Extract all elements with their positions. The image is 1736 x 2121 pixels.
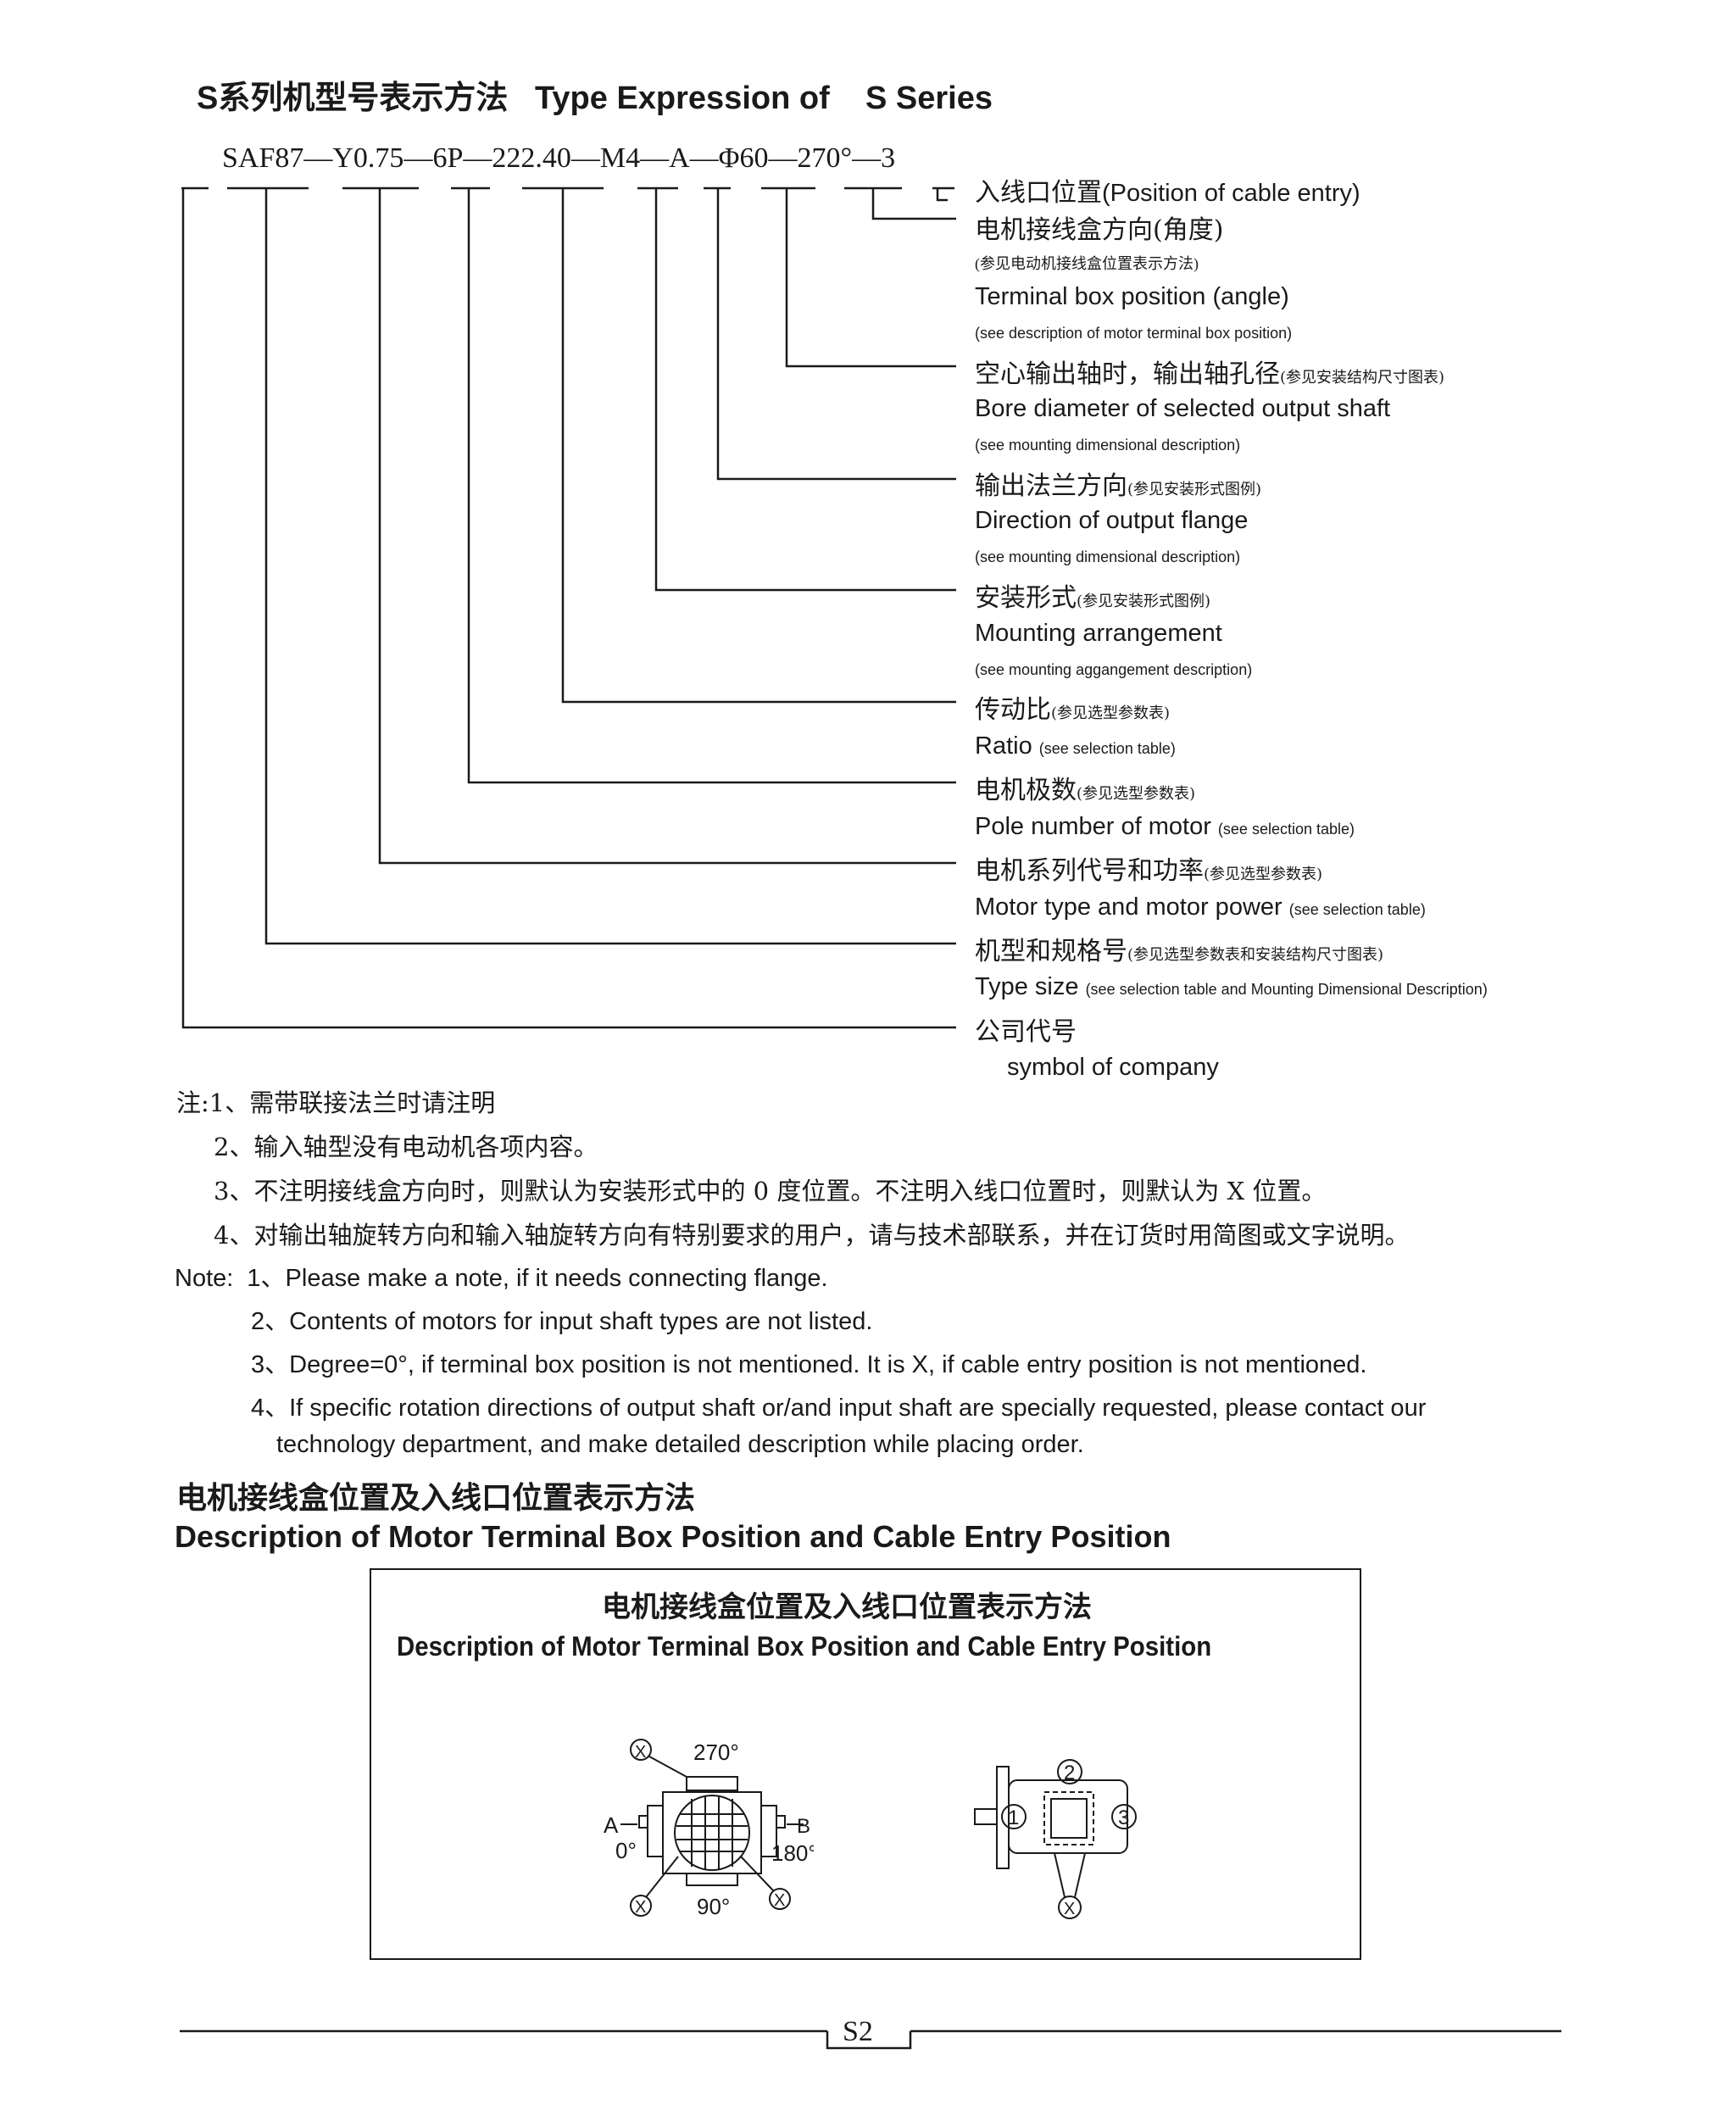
legend-zh: 机型和规格号	[975, 937, 1127, 966]
legend-zh: 输出法兰方向	[975, 471, 1127, 501]
legend-bore-ref: (see mounting dimensional description)	[975, 437, 1241, 454]
code-sep: —	[768, 142, 798, 174]
legend-terminal-box-zh-ref: (参见电动机接线盒位置表示方法)	[975, 255, 1199, 272]
code-sep: —	[852, 142, 882, 174]
legend-en: Type size	[975, 973, 1079, 1000]
legend-zh: 入线口位置	[975, 178, 1102, 208]
legend-en: Ratio	[975, 732, 1032, 760]
legend-mounting-en: Mounting arrangement	[975, 620, 1222, 647]
legend-terminal-box-zh: 电机接线盒方向(角度)	[975, 215, 1224, 245]
legend-flange-en: Direction of output flange	[975, 507, 1249, 534]
figure-box	[370, 1568, 1361, 1960]
legend-cable-entry: 入线口位置(Position of cable entry)	[975, 171, 1360, 209]
code-flange: A	[669, 142, 690, 174]
code-motor: Y0.75	[332, 142, 404, 174]
legend-mounting-ref: (see mounting aggangement description)	[975, 661, 1253, 678]
legend-motor-en: Motor type and motor power (see selectio…	[975, 893, 1426, 921]
legend-type-size-en: Type size (see selection table and Mount…	[975, 973, 1488, 1001]
legend-bore-en: Bore diameter of selected output shaft	[975, 395, 1391, 422]
angle-0: 0°	[615, 1838, 637, 1863]
legend-ref: (see selection table)	[1038, 740, 1176, 757]
code-entry: 3	[881, 142, 896, 174]
note-zh-3: 3、不注明接线盒方向时，则默认为安装形式中的 0 度位置。不注明入线口位置时，则…	[214, 1177, 1327, 1205]
legend-flange-zh: 输出法兰方向(参见安装形式图例)	[975, 465, 1261, 502]
entry-2: 2	[1064, 1762, 1075, 1784]
note-zh-1: 注:1、需带联接法兰时请注明	[176, 1088, 496, 1117]
diagram-label-x: X	[635, 1898, 646, 1917]
type-code: SAF87—Y0.75—6P—222.40—M4—A—Φ60—270°—3	[222, 142, 895, 175]
legend-zh-ref: (参见选型参数表)	[1077, 785, 1196, 803]
code-connector-lines	[181, 186, 956, 1029]
section-title-zh: 电机接线盒位置及入线口位置表示方法	[176, 1481, 696, 1516]
entry-3: 3	[1118, 1806, 1129, 1829]
code-poles: 6P	[432, 142, 464, 174]
note-en-5: technology department, and make detailed…	[276, 1431, 1084, 1458]
legend-zh-ref: (参见安装形式图例)	[1127, 481, 1262, 498]
legend-zh: 电机系列代号和功率	[975, 856, 1204, 886]
angle-270: 270°	[693, 1740, 739, 1765]
legend-company-zh: 公司代号	[975, 1017, 1077, 1047]
code-sep: —	[689, 142, 719, 174]
legend-ref: (see selection table)	[1217, 821, 1355, 838]
page-number: S2	[843, 2016, 873, 2047]
legend-flange-ref: (see mounting dimensional description)	[975, 548, 1241, 565]
legend-zh-ref: (参见选型参数表)	[1051, 704, 1171, 722]
entry-1: 1	[1008, 1806, 1019, 1829]
code-angle: 270°	[797, 142, 853, 174]
note-en-2: 2、Contents of motors for input shaft typ…	[251, 1308, 873, 1335]
legend-ref: (see selection table and Mounting Dimens…	[1085, 981, 1488, 998]
legend-ratio-en: Ratio (see selection table)	[975, 732, 1176, 760]
box-title-zh: 电机接线盒位置及入线口位置表示方法	[602, 1590, 1092, 1624]
label-b: B	[797, 1815, 810, 1838]
code-company-type: SAF87	[222, 142, 304, 174]
legend-terminal-box-en: Terminal box position (angle)	[975, 283, 1289, 310]
legend-zh: 空心输出轴时，输出轴孔径	[975, 359, 1280, 389]
code-sep: —	[403, 142, 433, 174]
legend-zh-ref: (参见选型参数表和安装结构尺寸图表)	[1127, 946, 1384, 964]
code-bore: Φ60	[718, 142, 769, 174]
legend-poles-en: Pole number of motor (see selection tabl…	[975, 813, 1355, 841]
note-zh-2: 2、输入轴型没有电动机各项内容。	[214, 1133, 598, 1161]
legend-zh: 安装形式	[975, 583, 1077, 613]
footer-rule	[180, 2029, 1561, 2050]
note-en-3: 3、Degree=0°, if terminal box position is…	[251, 1351, 1367, 1378]
code-sep: —	[640, 142, 670, 174]
legend-zh-ref: (参见安装形式图例)	[1077, 593, 1211, 610]
legend-zh-ref: (参见安装结构尺寸图表)	[1280, 369, 1445, 387]
code-sep: —	[303, 142, 333, 174]
legend-poles-zh: 电机极数(参见选型参数表)	[975, 769, 1195, 806]
section-title-en: Description of Motor Terminal Box Positi…	[175, 1519, 1171, 1554]
page-title: S系列机型号表示方法 Type Expression of S Series	[197, 81, 993, 116]
box-title-en: Description of Motor Terminal Box Positi…	[397, 1631, 1212, 1662]
legend-en: Pole number of motor	[975, 813, 1211, 840]
legend-zh: 传动比	[975, 695, 1051, 725]
label-a: A	[604, 1812, 619, 1838]
diagram-label-x: X	[1064, 1900, 1075, 1918]
legend-en-inline: (Position of cable entry)	[1102, 180, 1360, 207]
cable-entry-position-diagram: 1 2 3 X	[974, 1759, 1137, 1919]
legend-company-en: symbol of company	[1007, 1054, 1219, 1081]
angle-90: 90°	[697, 1894, 730, 1919]
legend-mounting-zh: 安装形式(参见安装形式图例)	[975, 576, 1210, 614]
code-ratio: 222.40	[492, 142, 571, 174]
legend-motor-zh: 电机系列代号和功率(参见选型参数表)	[975, 849, 1322, 887]
legend-ref: (see selection table)	[1288, 901, 1426, 918]
legend-en: Motor type and motor power	[975, 893, 1283, 921]
angle-180: 180°	[771, 1840, 814, 1866]
note-en-4: 4、If specific rotation directions of out…	[251, 1395, 1427, 1422]
legend-zh-ref: (参见选型参数表)	[1204, 866, 1323, 883]
diagram-label-x: X	[774, 1891, 785, 1910]
diagram-label-x: X	[635, 1743, 646, 1762]
legend-ratio-zh: 传动比(参见选型参数表)	[975, 688, 1170, 726]
note-en-1: Note: 1、Please make a note, if it needs …	[175, 1265, 828, 1292]
terminal-box-position-diagram: X X X 270° A 0° B 180° 90°	[604, 1739, 814, 1919]
code-sep: —	[570, 142, 600, 174]
code-sep: —	[463, 142, 492, 174]
legend-zh: 电机极数	[975, 776, 1077, 805]
code-mounting: M4	[599, 142, 641, 174]
legend-bore-zh: 空心输出轴时，输出轴孔径(参见安装结构尺寸图表)	[975, 353, 1444, 390]
legend-type-size-zh: 机型和规格号(参见选型参数表和安装结构尺寸图表)	[975, 930, 1383, 967]
note-zh-4: 4、对输出轴旋转方向和输入轴旋转方向有特别要求的用户，请与技术部联系，并在订货时…	[214, 1221, 1410, 1250]
legend-terminal-box-ref: (see description of motor terminal box p…	[975, 325, 1293, 342]
